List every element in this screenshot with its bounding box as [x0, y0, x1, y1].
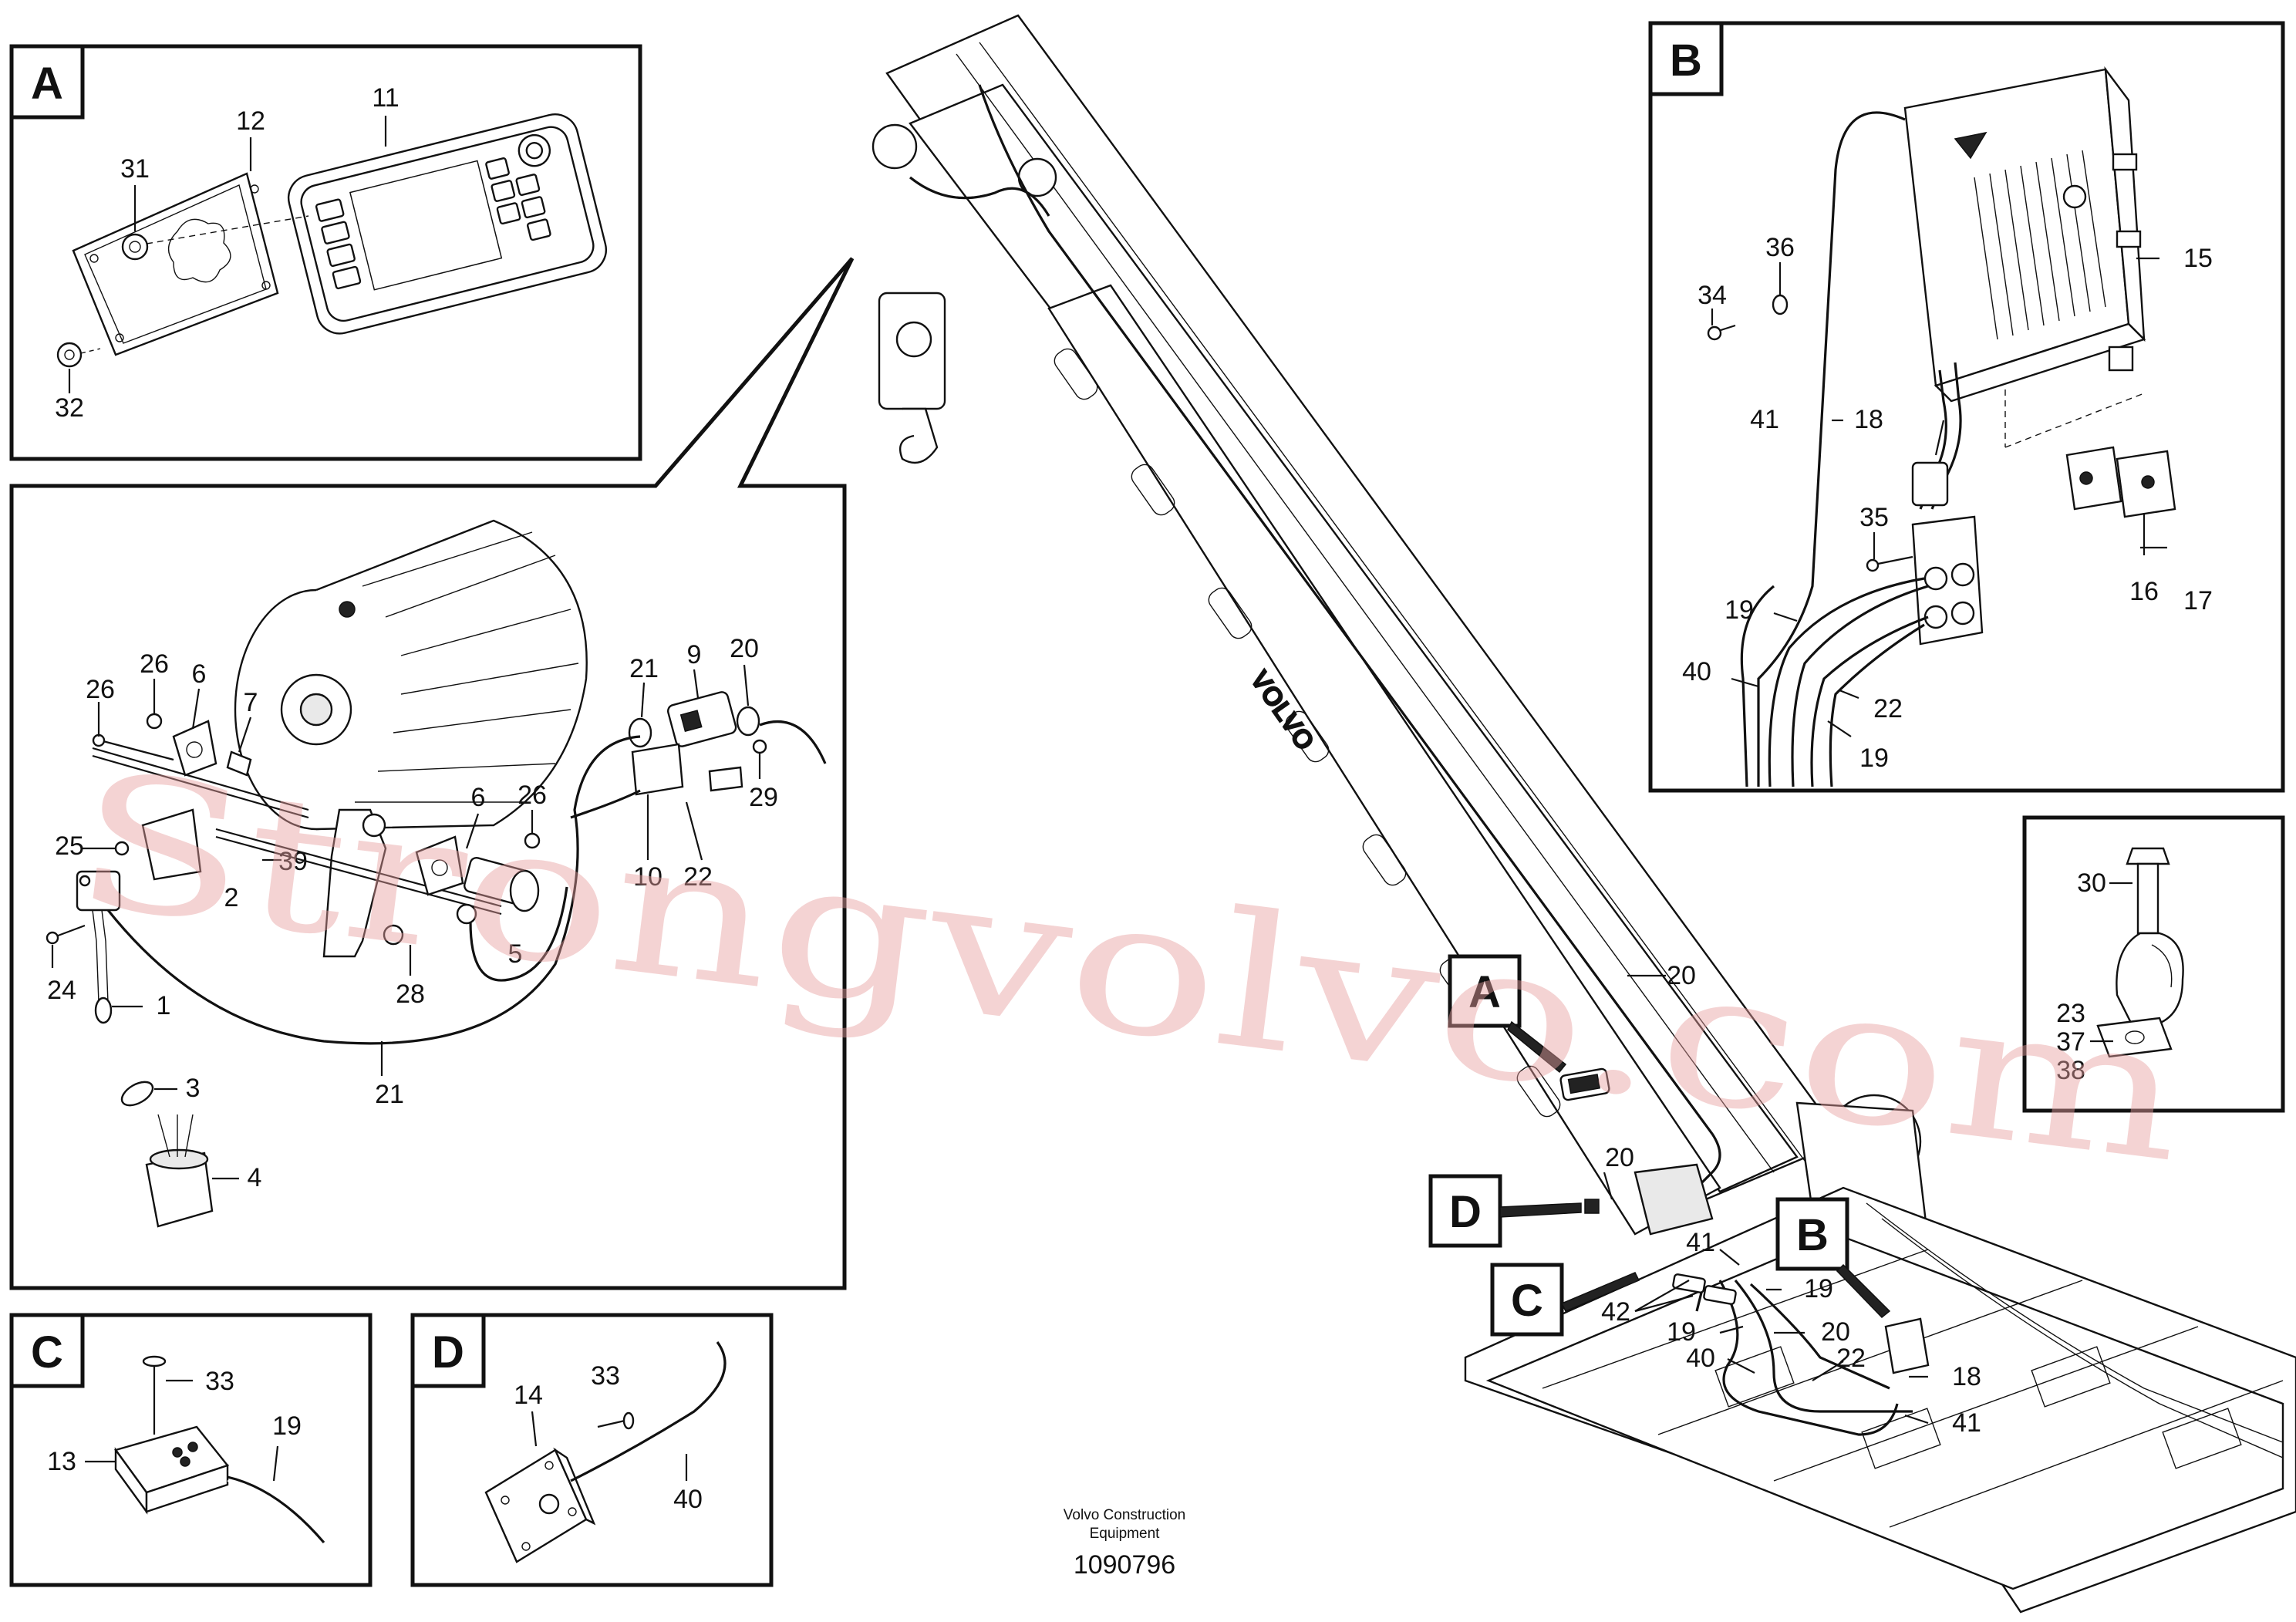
- detail-box-d: D 14 33 40: [410, 1313, 774, 1587]
- machine-label-42: 42: [1601, 1297, 1630, 1327]
- label-41: 41: [1750, 405, 1779, 434]
- label-11: 11: [372, 83, 399, 113]
- label-19: 19: [272, 1411, 302, 1441]
- upper-frame: [1464, 1163, 2296, 1614]
- label-22: 22: [683, 862, 713, 892]
- label-6b: 6: [471, 783, 486, 812]
- label-15: 15: [2183, 244, 2213, 273]
- machine-label-41b: 41: [1952, 1408, 1981, 1438]
- label-4: 4: [248, 1163, 262, 1192]
- label-5: 5: [508, 939, 523, 969]
- boom-assembly: VOLVO: [872, 14, 1930, 1266]
- label-37: 37: [2056, 1027, 2085, 1057]
- label-22: 22: [1873, 694, 1903, 723]
- label-1: 1: [157, 991, 171, 1020]
- label-17: 17: [2183, 586, 2213, 615]
- label-10: 10: [633, 862, 663, 892]
- label-18: 18: [1854, 405, 1883, 434]
- label-28: 28: [396, 980, 425, 1009]
- label-40: 40: [673, 1485, 703, 1514]
- label-3: 3: [186, 1074, 201, 1103]
- callout-letter-d: D: [1449, 1187, 1482, 1237]
- machine-label-19a: 19: [1804, 1274, 1833, 1303]
- label-38: 38: [2056, 1056, 2085, 1085]
- label-19b: 19: [1859, 744, 1889, 773]
- callout-letter-a: A: [1468, 967, 1501, 1017]
- footer-company: Volvo Construction: [1064, 1507, 1185, 1523]
- label-39: 39: [278, 847, 308, 876]
- box-letter-a: A: [31, 59, 63, 109]
- label-27: 26: [86, 675, 115, 704]
- label-7: 7: [244, 688, 258, 717]
- label-19a: 19: [1725, 595, 1754, 625]
- label-25: 25: [55, 831, 84, 861]
- detail-clamp: 30 23 37 38: [2022, 815, 2285, 1113]
- drawing-number: 1090796: [1074, 1550, 1175, 1580]
- label-32: 32: [55, 393, 84, 423]
- machine-label-20a: 20: [1667, 961, 1696, 990]
- label-30: 30: [2077, 868, 2106, 898]
- label-33: 33: [591, 1361, 620, 1391]
- label-2: 2: [224, 883, 239, 912]
- machine-label-18: 18: [1952, 1362, 1981, 1391]
- label-16: 16: [2129, 577, 2159, 606]
- label-40: 40: [1682, 657, 1711, 686]
- label-29: 29: [749, 783, 778, 812]
- label-13: 13: [47, 1447, 76, 1476]
- machine-label-40: 40: [1686, 1344, 1715, 1373]
- footer: Volvo Construction Equipment 1090796: [1064, 1507, 1185, 1580]
- callout-letter-b: B: [1796, 1210, 1829, 1260]
- machine-callouts: A D C B 20 20 41 19 42 19 20 40 22: [1428, 954, 1981, 1438]
- label-26b: 26: [518, 781, 547, 810]
- label-20: 20: [730, 634, 759, 663]
- label-36: 36: [1765, 233, 1795, 262]
- box-letter-b: B: [1670, 35, 1702, 86]
- label-24: 24: [47, 976, 76, 1005]
- callout-letter-c: C: [1511, 1276, 1543, 1326]
- label-21b: 21: [375, 1080, 404, 1109]
- label-23: 23: [2056, 999, 2085, 1028]
- machine-label-22: 22: [1836, 1344, 1866, 1373]
- detail-winch: 26 26 6 7 25 2 39 24 1 3 4 21 28 5 6 26 …: [9, 257, 855, 1290]
- machine-label-19b: 19: [1667, 1317, 1696, 1347]
- label-21a: 21: [629, 654, 659, 683]
- label-31: 31: [120, 154, 150, 184]
- label-6a: 6: [192, 659, 207, 689]
- label-9: 9: [687, 640, 702, 669]
- label-14: 14: [514, 1381, 543, 1410]
- detail-box-c: C 33 13 19: [9, 1313, 373, 1587]
- label-33: 33: [205, 1367, 234, 1396]
- label-34: 34: [1698, 281, 1727, 310]
- machine-label-20c: 20: [1821, 1317, 1850, 1347]
- label-35: 35: [1859, 503, 1889, 532]
- machine-label-20b: 20: [1605, 1143, 1634, 1172]
- detail-box-a: A: [9, 44, 642, 461]
- box-letter-d: D: [432, 1327, 464, 1378]
- machine-label-41: 41: [1686, 1228, 1715, 1257]
- box-letter-c: C: [31, 1327, 63, 1378]
- footer-company-line2: Equipment: [1090, 1526, 1161, 1542]
- label-12: 12: [236, 106, 265, 136]
- label-26a: 26: [140, 649, 169, 679]
- detail-box-b: B: [1648, 21, 2285, 793]
